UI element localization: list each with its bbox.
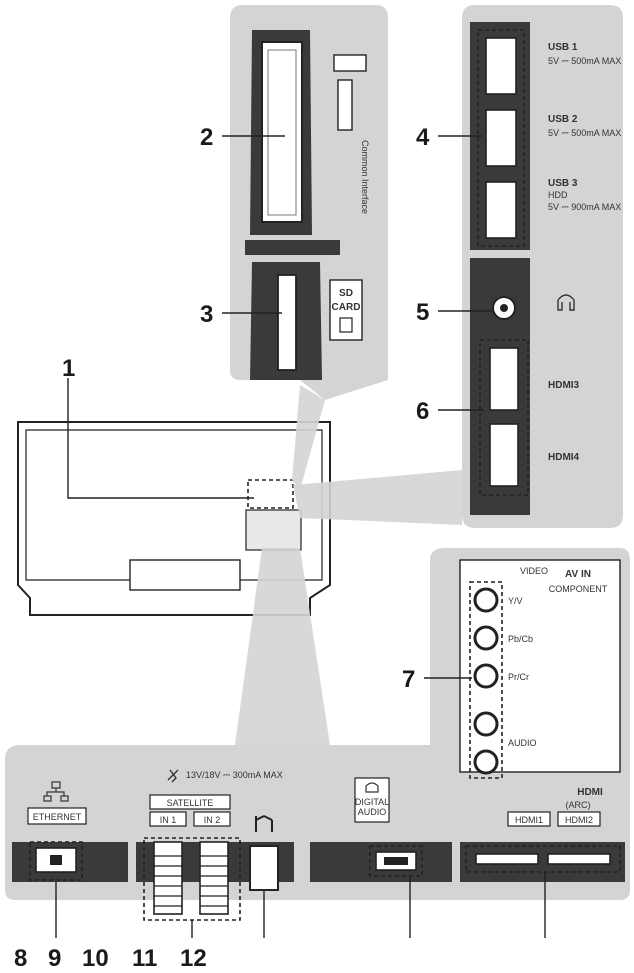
callout-9: 9 bbox=[48, 945, 61, 972]
av-in-group bbox=[469, 581, 503, 779]
ci-sd-panel: Common Interface SD CARD bbox=[230, 5, 388, 400]
headphone-icon bbox=[557, 294, 575, 311]
usb3-sub: HDD bbox=[548, 190, 568, 200]
hdmi1-2-group bbox=[465, 845, 621, 873]
digital-audio-label-2: AUDIO bbox=[358, 807, 387, 817]
ci-card-icon bbox=[333, 54, 367, 72]
callout-8: 8 bbox=[14, 945, 27, 972]
stand-mount bbox=[129, 559, 241, 591]
digital-audio-label-box bbox=[354, 777, 390, 823]
satellite-label-box bbox=[149, 794, 231, 810]
ethernet-port bbox=[35, 847, 77, 873]
digital-audio-label-1: DIGITAL bbox=[355, 797, 389, 807]
usb-hdmi-panel: USB 1 5V ⎓ 500mA MAX USB 2 5V ⎓ 500mA MA… bbox=[462, 5, 623, 528]
hdmi3-4-group bbox=[479, 339, 529, 496]
ethernet-label-box bbox=[27, 807, 87, 825]
ethernet-group bbox=[29, 841, 83, 881]
component-label: COMPONENT bbox=[549, 584, 608, 594]
hdmi1-label: HDMI1 bbox=[515, 815, 543, 825]
callout-1: 1 bbox=[62, 355, 75, 382]
aerial-connector bbox=[249, 845, 279, 891]
av-jack-3 bbox=[473, 663, 499, 689]
rear-terminal-area bbox=[245, 509, 302, 551]
sd-card-label-2: CARD bbox=[332, 302, 361, 313]
av-jack-4 bbox=[473, 711, 499, 737]
sd-card-label-1: SD bbox=[339, 288, 353, 299]
usb3-label: USB 3 bbox=[548, 178, 578, 189]
av-jack-5 bbox=[473, 749, 499, 775]
av-jack-2 bbox=[473, 625, 499, 651]
callout-6: 6 bbox=[416, 398, 429, 425]
in1-label: IN 1 bbox=[160, 815, 177, 825]
side-terminal-area bbox=[247, 479, 294, 509]
yv-label: Y/V bbox=[508, 596, 523, 606]
ci-module-icon bbox=[337, 79, 353, 131]
callout-7: 7 bbox=[402, 666, 415, 693]
tv-rear-view bbox=[17, 385, 462, 745]
digital-audio-group bbox=[369, 845, 423, 877]
hdmi2-label: HDMI2 bbox=[565, 815, 593, 825]
audio-label: AUDIO bbox=[508, 738, 537, 748]
in2-label: IN 2 bbox=[204, 815, 221, 825]
lan-icon bbox=[43, 781, 69, 802]
usb2-label: USB 2 bbox=[548, 114, 578, 125]
aerial-icon bbox=[255, 815, 273, 832]
hdmi-logo: HDMI bbox=[577, 787, 603, 798]
sd-icon bbox=[339, 317, 353, 333]
satellite-in2-connector bbox=[199, 841, 229, 915]
av-in-label: AV IN bbox=[565, 569, 591, 580]
optical-icon bbox=[365, 782, 379, 793]
callout-4: 4 bbox=[416, 124, 430, 151]
satellite-dish-icon bbox=[167, 769, 179, 783]
prcr-label: Pr/Cr bbox=[508, 672, 529, 682]
hdmi4-label: HDMI4 bbox=[548, 452, 580, 463]
satellite-spec: 13V/18V ⎓ 300mA MAX bbox=[186, 770, 283, 780]
callout-12: 12 bbox=[180, 945, 207, 972]
satellite-label: SATELLITE bbox=[167, 798, 214, 808]
callout-numbers: 1 2 3 4 5 6 7 8 9 10 11 12 bbox=[14, 124, 430, 972]
callout-5: 5 bbox=[416, 299, 429, 326]
usb3-spec: 5V ⎓ 900mA MAX bbox=[548, 202, 621, 212]
leader-lines bbox=[55, 135, 546, 938]
usb1-label: USB 1 bbox=[548, 42, 578, 53]
usb-ports-group bbox=[477, 29, 525, 247]
hdmi2-port bbox=[547, 853, 611, 865]
usb1-spec: 5V ⎓ 500mA MAX bbox=[548, 56, 621, 66]
usb2-spec: 5V ⎓ 500mA MAX bbox=[548, 128, 621, 138]
pbcb-label: Pb/Cb bbox=[508, 634, 533, 644]
bottom-terminal-panel: AV IN COMPONENT VIDEO Y/V Pb/Cb Pr/Cr AU… bbox=[5, 548, 630, 921]
callout-3: 3 bbox=[200, 301, 213, 328]
common-interface-label: Common Interface bbox=[360, 140, 370, 214]
satellite-in1-connector bbox=[153, 841, 183, 915]
video-label: VIDEO bbox=[520, 566, 548, 576]
sd-card-slot bbox=[277, 274, 297, 371]
hdmi1-port bbox=[475, 853, 539, 865]
callout-2: 2 bbox=[200, 124, 213, 151]
callout-11: 11 bbox=[132, 945, 157, 972]
arc-label: (ARC) bbox=[566, 800, 591, 810]
hdmi3-label: HDMI3 bbox=[548, 380, 580, 391]
callout-10: 10 bbox=[82, 945, 109, 972]
ethernet-label: ETHERNET bbox=[33, 812, 82, 822]
av-jack-1 bbox=[473, 587, 499, 613]
